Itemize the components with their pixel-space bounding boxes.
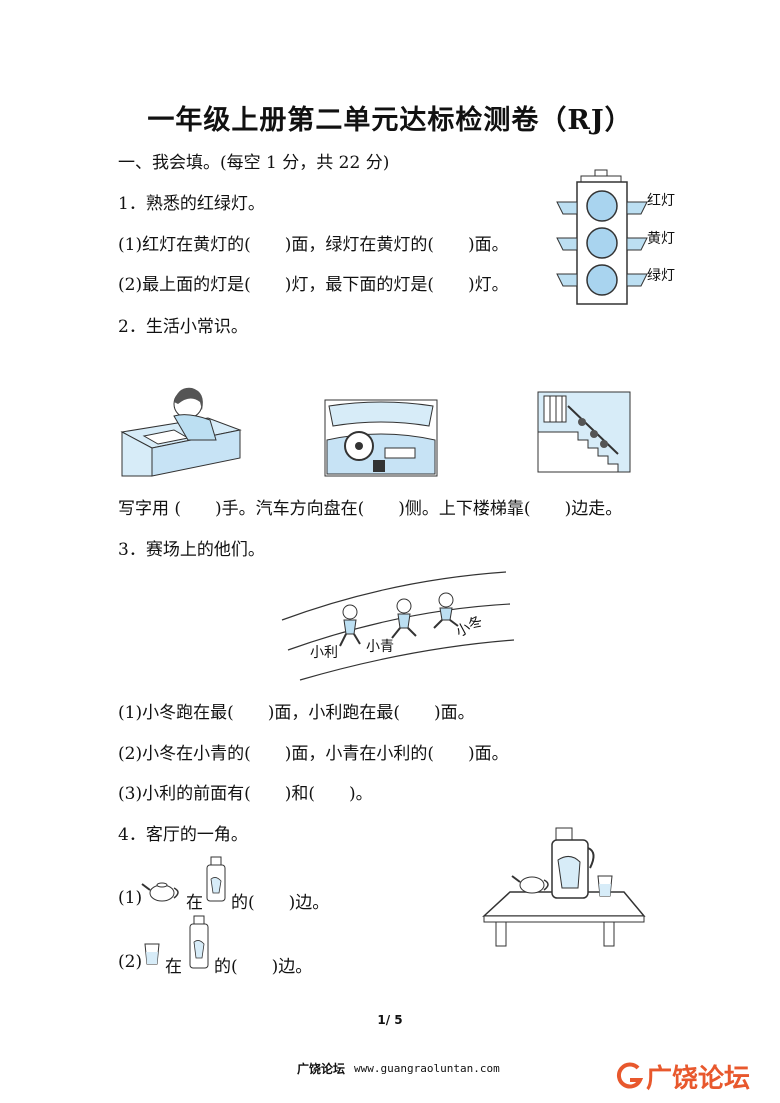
question-4-line-1-prefix: (1) [118, 888, 143, 908]
question-3-line-3: (3)小利的前面有( )和( )。 [118, 784, 373, 804]
car-interior-illustration [324, 399, 438, 477]
cup-icon [144, 943, 160, 965]
yellow-light-icon [586, 227, 618, 259]
thermos-icon [206, 856, 226, 902]
question-4-line-2-suffix: 的( )边。 [214, 957, 313, 977]
living-room-table-illustration [482, 827, 646, 947]
question-4-line-1-suffix: 的( )边。 [231, 893, 330, 913]
page-number: 1/ 5 [377, 1013, 403, 1027]
question-4-line-2-mid: 在 [165, 957, 182, 977]
question-3-title: 3．赛场上的他们。 [118, 540, 265, 560]
red-light-icon [586, 190, 618, 222]
question-2-title: 2．生活小常识。 [118, 317, 248, 337]
question-1-title: 1．熟悉的红绿灯。 [118, 194, 265, 214]
label-yellow-light: 黄灯 [647, 231, 675, 247]
brand-logo-icon [616, 1062, 644, 1089]
stairs-illustration [537, 391, 631, 473]
thermos-icon-2 [189, 915, 209, 969]
runner-label-xiaoqing: 小青 [366, 639, 394, 655]
section-heading: 一、我会填。(每空 1 分，共 22 分) [118, 153, 390, 173]
green-light-icon [586, 264, 618, 296]
traffic-light-illustration [556, 169, 648, 305]
question-2-line: 写字用 ( )手。汽车方向盘在( )侧。上下楼梯靠( )边走。 [118, 499, 623, 519]
footer-site-name: 广饶论坛 [297, 1062, 346, 1076]
question-1-line-2: (2)最上面的灯是( )灯，最下面的灯是( )灯。 [118, 275, 509, 295]
question-4-line-2-prefix: (2) [118, 952, 143, 972]
label-green-light: 绿灯 [647, 268, 675, 284]
page-title: 一年级上册第二单元达标检测卷（RJ） [147, 105, 633, 136]
race-track-illustration [281, 571, 515, 681]
question-4-line-1-mid: 在 [186, 893, 203, 913]
label-red-light: 红灯 [647, 193, 675, 209]
teapot-icon [141, 882, 179, 902]
question-3-line-2: (2)小冬在小青的( )面，小青在小利的( )面。 [118, 744, 509, 764]
girl-writing-illustration [120, 387, 242, 477]
runner-xiaoqing-icon [391, 598, 417, 639]
runner-xiaodong-icon [433, 592, 459, 629]
question-3-line-1: (1)小冬跑在最( )面，小利跑在最( )面。 [118, 703, 475, 723]
runner-label-xiaoli: 小利 [310, 645, 338, 661]
runner-xiaoli-icon [339, 604, 361, 647]
question-1-line-1: (1)红灯在黄灯的( )面，绿灯在黄灯的( )面。 [118, 235, 509, 255]
brand-logo-text: 广饶论坛 [646, 1064, 751, 1094]
footer-url[interactable]: www.guangraoluntan.com [354, 1062, 500, 1075]
question-4-title: 4．客厅的一角。 [118, 825, 248, 845]
